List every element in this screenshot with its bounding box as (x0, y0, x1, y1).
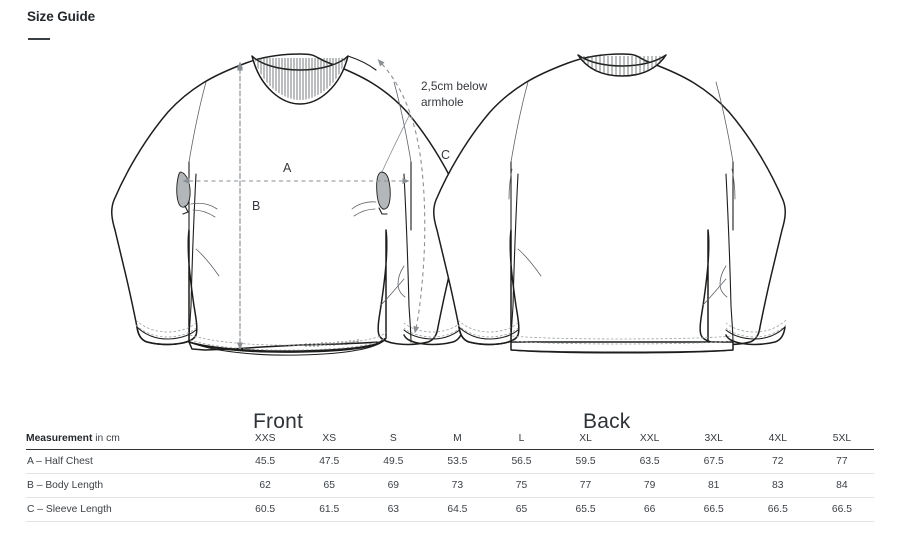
size-table-head: Measurement in cm XXS XS S M L XL XXL 3X… (26, 428, 874, 449)
cell-half-chest-m: 53.5 (447, 455, 468, 467)
cell-sleeve-length-3xl: 66.5 (703, 503, 724, 515)
cell-sleeve-length-4xl: 66.5 (767, 503, 788, 515)
cell-sleeve-length-xs: 61.5 (319, 503, 340, 515)
caption-back: Back (583, 410, 631, 433)
dimension-label-c: C (441, 148, 450, 162)
cell-body-length-4xl: 83 (772, 479, 784, 491)
annotation-line-2: armhole (421, 95, 464, 109)
cell-half-chest-xxs: 45.5 (255, 455, 276, 467)
row-label-body-length: B – Body Length (27, 479, 104, 491)
header-measurement-strong: Measurement (26, 432, 93, 444)
row-label-half-chest: A – Half Chest (27, 455, 93, 467)
size-table-body: A – Half Chest 45.5 47.5 49.5 53.5 56.5 … (26, 449, 874, 521)
header-size-5xl: 5XL (832, 432, 852, 444)
dimension-label-b: B (252, 199, 260, 213)
cell-half-chest-xs: 47.5 (319, 455, 340, 467)
header-size-xxs: XXS (254, 432, 276, 444)
cell-sleeve-length-xl: 65.5 (575, 503, 596, 515)
cell-body-length-s: 69 (387, 479, 400, 491)
header-size-m: M (453, 432, 462, 444)
table-row: B – Body Length 62 65 69 73 75 77 79 81 … (26, 473, 874, 497)
cell-half-chest-3xl: 67.5 (703, 455, 724, 467)
cell-body-length-m: 73 (451, 479, 464, 491)
cell-sleeve-length-m: 64.5 (447, 503, 468, 515)
cell-body-length-xxl: 79 (643, 479, 656, 491)
header-size-l: L (518, 432, 525, 444)
size-table-header-row: Measurement in cm XXS XS S M L XL XXL 3X… (26, 428, 874, 449)
header-size-4xl: 4XL (768, 432, 787, 444)
cell-body-length-3xl: 81 (707, 479, 720, 491)
cell-half-chest-l: 56.5 (511, 455, 532, 467)
header-size-xs: XS (322, 432, 337, 444)
row-label-sleeve-length: C – Sleeve Length (27, 503, 112, 515)
caption-front: Front (253, 410, 304, 433)
front-garment (111, 53, 465, 356)
header-size-xl: XL (579, 432, 592, 444)
title-underline-rule (28, 38, 50, 40)
cell-half-chest-xl: 59.5 (575, 455, 596, 467)
cell-body-length-l: 75 (515, 479, 528, 491)
cell-half-chest-4xl: 72 (772, 455, 784, 467)
header-size-3xl: 3XL (704, 432, 723, 444)
header-measurement-unit: in cm (92, 432, 120, 444)
table-row: C – Sleeve Length 60.5 61.5 63 64.5 65 6… (26, 497, 874, 521)
cell-half-chest-xxl: 63.5 (639, 455, 660, 467)
back-garment (433, 53, 787, 354)
dimension-label-a: A (283, 161, 292, 175)
header-size-s: S (389, 432, 397, 444)
garment-illustration: .ol { fill:#ffffff; stroke:#1d1d1b; stro… (0, 44, 900, 433)
header-measurement: Measurement in cm (26, 428, 233, 449)
dimension-lines (182, 59, 426, 350)
cell-body-length-xl: 77 (579, 479, 592, 491)
page-title: Size Guide (27, 9, 96, 24)
cell-sleeve-length-xxl: 66 (643, 503, 656, 515)
table-row: A – Half Chest 45.5 47.5 49.5 53.5 56.5 … (26, 449, 874, 473)
header-size-xxl: XXL (639, 432, 660, 444)
cell-half-chest-s: 49.5 (383, 455, 404, 467)
cell-sleeve-length-5xl: 66.5 (831, 503, 852, 515)
cell-sleeve-length-xxs: 60.5 (255, 503, 276, 515)
cell-sleeve-length-s: 63 (387, 503, 400, 515)
cell-body-length-xs: 65 (323, 479, 335, 491)
cell-body-length-5xl: 84 (836, 479, 848, 491)
cell-body-length-xxs: 62 (259, 479, 271, 491)
cell-sleeve-length-l: 65 (515, 503, 528, 515)
cell-half-chest-5xl: 77 (836, 455, 848, 467)
annotation-line-1: 2,5cm below (421, 79, 488, 93)
size-table: Measurement in cm XXS XS S M L XL XXL 3X… (26, 428, 874, 522)
